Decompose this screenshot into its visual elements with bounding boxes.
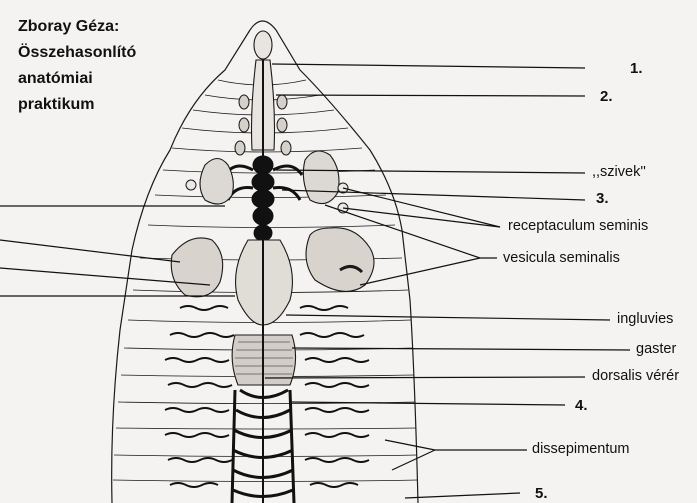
label-dissepimentum: dissepimentum — [532, 441, 630, 457]
label-gaster: gaster — [636, 341, 676, 357]
label-szivek: ,,szivek'' — [592, 164, 646, 180]
leader-vesic-b — [360, 258, 480, 285]
leader-recept-a — [343, 188, 500, 227]
label-ingluvies: ingluvies — [617, 311, 673, 327]
label-2: 2. — [600, 88, 613, 105]
label-4: 4. — [575, 397, 588, 414]
title-line-1: Zboray Géza: — [18, 18, 119, 36]
leader-2 — [276, 95, 585, 96]
label-receptaculum-seminis: receptaculum seminis — [508, 218, 648, 234]
leader-5 — [405, 493, 520, 498]
title-line-3: anatómiai — [18, 70, 93, 88]
label-3: 3. — [596, 190, 609, 207]
label-dorsalis-verer: dorsalis vérér — [592, 368, 679, 384]
label-5: 5. — [535, 485, 548, 502]
leader-1 — [272, 64, 585, 68]
title-line-4: praktikum — [18, 96, 94, 114]
label-vesicula-seminalis: vesicula seminalis — [503, 250, 620, 266]
leader-dissep-b — [392, 450, 435, 470]
leader-dorsalis — [265, 377, 585, 378]
leader-recept-b — [343, 208, 500, 227]
leader-dissep-a — [385, 440, 435, 450]
leader-ingluvies — [286, 315, 610, 320]
title-line-2: Összehasonlító — [18, 44, 136, 62]
label-1: 1. — [630, 60, 643, 77]
